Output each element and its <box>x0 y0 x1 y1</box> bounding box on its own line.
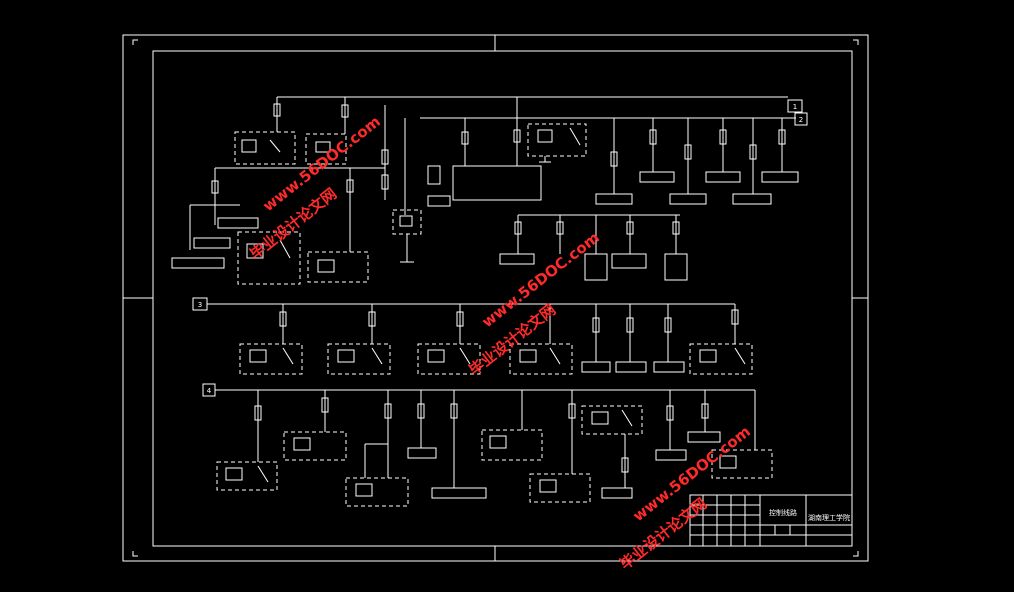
bus-tag-label-2: 2 <box>799 116 803 124</box>
bus-tag-box-2 <box>794 112 808 126</box>
title-block-school: 湖南理工学院 <box>808 513 850 522</box>
bus-tag-label-4: 4 <box>207 387 212 395</box>
outer-frame <box>122 34 869 562</box>
bus-tag-label-1: 1 <box>793 103 797 111</box>
title-block <box>689 494 853 547</box>
bus-tag-label-3: 3 <box>198 301 202 309</box>
bus-tag-box-1 <box>787 99 803 113</box>
title-block-drawing-name: 控制线路 <box>769 508 797 517</box>
